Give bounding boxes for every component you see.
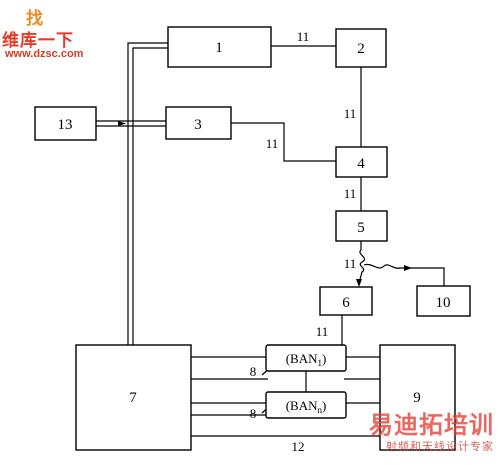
watermark-logo-bottom: 易迪拓培训 射频和天线设计专家 [334, 411, 494, 461]
wire-split-10 [363, 263, 445, 286]
blocks [34, 26, 471, 451]
wire-3-4 [231, 122, 336, 162]
block-labels: 1 2 13 3 4 5 6 10 7 9 (BAN1) (BANn) [58, 40, 451, 415]
arrow-to-6 [356, 279, 362, 287]
wire-7-1-a [127, 42, 168, 345]
label-11-3-4: 11 [266, 136, 279, 151]
block-3 [165, 106, 232, 140]
label-8-ban1: 8 [250, 364, 257, 379]
label-9: 9 [413, 390, 421, 406]
block-6 [319, 286, 373, 316]
label-10: 10 [436, 295, 451, 311]
wire-7-1-b [132, 47, 168, 345]
label-5: 5 [357, 220, 365, 236]
watermark-top-line1: 找 [26, 9, 44, 29]
label-ban-1: (BAN1) [286, 351, 327, 368]
watermark-top-url: www.dzsc.com [5, 48, 84, 60]
label-12: 12 [292, 439, 305, 454]
connector-labels: 11 11 11 11 11 11 8 8 12 [250, 29, 357, 454]
watermark-logo-top: 找 维库一下 www.dzsc.com [2, 4, 130, 62]
label-11-6-ban: 11 [316, 324, 329, 339]
label-11-4-5: 11 [344, 186, 357, 201]
block-ban-n [265, 391, 347, 419]
wires [96, 42, 445, 437]
watermark-top-line2: 维库一下 [2, 31, 74, 51]
block-4 [335, 146, 388, 178]
label-1: 1 [215, 40, 223, 56]
label-3: 3 [194, 117, 202, 133]
label-11-1-2: 11 [297, 29, 310, 44]
block-13 [34, 106, 97, 141]
block-2 [335, 28, 387, 68]
watermark-bottom-line1: 易迪拓培训 [369, 411, 494, 439]
label-ban-1-sub: 1 [317, 358, 322, 368]
label-ban-n-sub: n [317, 405, 322, 415]
label-2: 2 [357, 41, 365, 57]
label-4: 4 [357, 156, 365, 172]
label-11-2-4: 11 [344, 106, 357, 121]
block-5 [335, 210, 388, 242]
arrow-right-branch [404, 265, 412, 271]
block-1 [167, 26, 272, 68]
label-ban-n: (BANn) [286, 398, 327, 415]
arrow-junction [118, 121, 126, 126]
block-9 [379, 344, 456, 451]
block-ban-1 [265, 344, 347, 372]
label-8-bann: 8 [250, 406, 257, 421]
label-7: 7 [129, 390, 137, 406]
wire-5-split [358, 241, 366, 284]
watermark-bottom-line2: 射频和天线设计专家 [386, 440, 494, 453]
block-10 [416, 285, 471, 317]
label-11-5-6: 11 [344, 256, 357, 271]
label-13: 13 [58, 117, 73, 133]
block-7 [75, 344, 192, 451]
label-6: 6 [342, 295, 350, 311]
